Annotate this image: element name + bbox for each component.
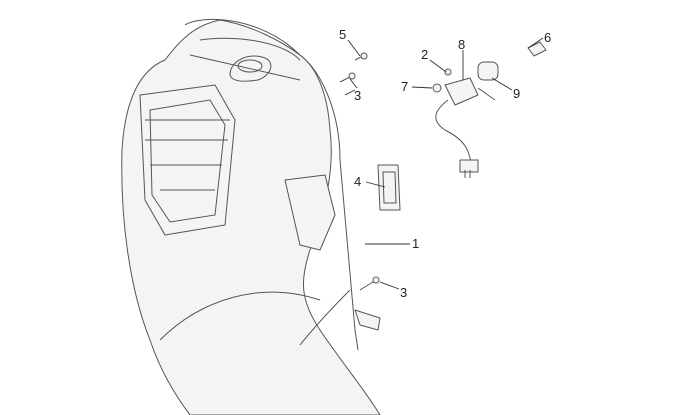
callout-5: 5 [339,27,346,42]
callout-3-top: 3 [354,88,361,103]
ignition-switch-assembly [432,41,547,178]
front-shield-part [121,18,381,415]
screw-parts [339,52,380,291]
callout-2: 2 [421,47,428,62]
callout-1: 1 [412,236,419,251]
callout-3-bottom: 3 [400,285,407,300]
callout-9: 9 [513,86,520,101]
gasket-part-4 [377,164,401,211]
callout-4: 4 [354,174,361,189]
callout-6: 6 [544,30,551,45]
callout-7: 7 [401,79,408,94]
callout-8: 8 [458,37,465,52]
leader-lines [347,37,544,290]
